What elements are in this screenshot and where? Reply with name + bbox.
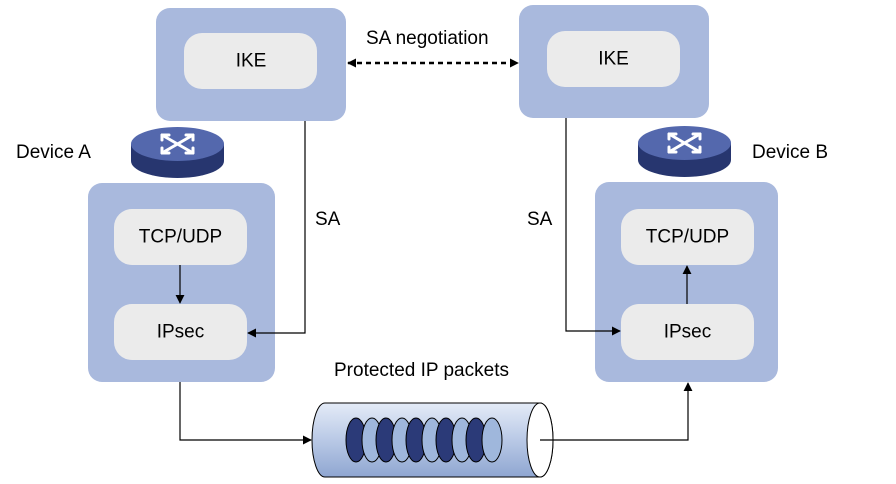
tunnel-to-device-b-arrow — [540, 382, 693, 441]
device-a-sa-arrow — [247, 121, 306, 338]
device-a-ike-label: IKE — [236, 51, 267, 72]
device-a-label: Device A — [16, 142, 91, 163]
device-a-ipsec-box — [114, 304, 247, 360]
device-b-ike-label: IKE — [598, 49, 629, 70]
sa-right-label: SA — [527, 209, 553, 230]
device-a-tcp-udp-box — [114, 209, 247, 265]
packet-stack — [345, 417, 503, 463]
protected-tunnel — [311, 402, 554, 478]
device-a-ike-box — [184, 33, 317, 89]
device-a-to-tunnel-arrow — [179, 382, 312, 445]
device-b-ike-panel: IKE — [519, 5, 709, 118]
device-b-label: Device B — [752, 142, 828, 163]
device-b-tcp-udp-label: TCP/UDP — [646, 227, 729, 248]
protected-packets-label: Protected IP packets — [334, 360, 509, 381]
device-b-ipsec-label: IPsec — [664, 322, 712, 343]
device-b-tcp-udp-box — [621, 209, 754, 265]
sa-negotiation-label: SA negotiation — [366, 28, 489, 49]
device-a-router-icon — [131, 127, 224, 178]
device-b-ike-box — [547, 31, 680, 87]
device-a-stack-panel: TCP/UDP IPsec — [88, 183, 275, 382]
device-a-tcp-udp-label: TCP/UDP — [139, 227, 222, 248]
device-a-ipsec-label: IPsec — [157, 322, 205, 343]
device-a-ike-panel: IKE — [156, 8, 346, 121]
device-b-sa-arrow — [565, 118, 621, 336]
device-b-ipsec-box — [621, 304, 754, 360]
device-b-router-icon — [638, 126, 731, 177]
sa-left-label: SA — [315, 209, 341, 230]
